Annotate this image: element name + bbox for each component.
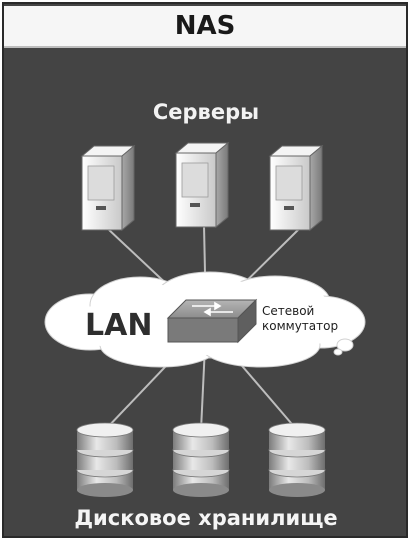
server-3-icon: [268, 144, 324, 232]
disk-stack-2-icon: [172, 422, 230, 497]
lan-label: LAN: [85, 308, 153, 343]
server-1-icon: [80, 144, 136, 232]
disk-stack-1-icon: [76, 422, 134, 497]
servers-label: Серверы: [152, 100, 260, 124]
disk-stack-3-icon: [268, 422, 326, 497]
server-2-icon: [174, 141, 230, 229]
switch-label-line-2: коммутатор: [262, 319, 339, 333]
network-switch-icon: [166, 298, 258, 344]
storage-label: Дисковое хранилище: [74, 506, 338, 530]
switch-label-line-1: Сетевой: [262, 304, 315, 318]
page-title: NAS: [4, 6, 406, 48]
switch-label: Сетевой коммутатор: [262, 304, 362, 334]
